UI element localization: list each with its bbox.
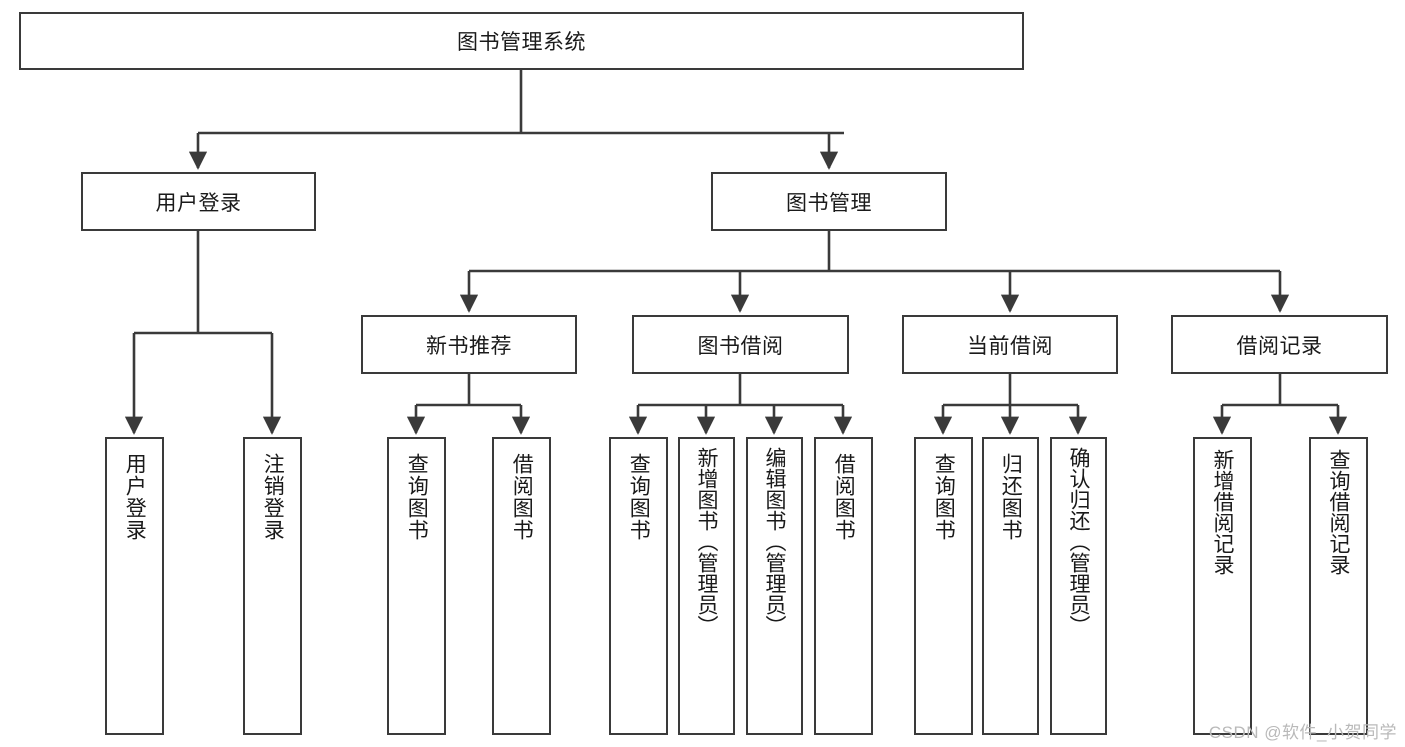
- node-book-borrow-label: 图书借阅: [697, 334, 784, 358]
- node-new-book-rec[interactable]: 新书推荐: [361, 315, 577, 374]
- leaf-add-book-label: 新增图书（管理员）: [695, 447, 719, 636]
- leaf-query-book-3[interactable]: 查询图书: [914, 437, 973, 735]
- leaf-edit-book-label: 编辑图书（管理员）: [763, 447, 787, 636]
- node-new-book-rec-label: 新书推荐: [426, 334, 512, 358]
- leaf-borrow-book-2-label: 借阅图书: [832, 453, 856, 541]
- leaf-add-book[interactable]: 新增图书（管理员）: [678, 437, 735, 735]
- leaf-return-book-label: 归还图书: [999, 453, 1023, 541]
- leaf-user-login-label: 用户登录: [123, 453, 147, 541]
- csdn-watermark: CSDN @软件_小贺同学: [1208, 723, 1397, 742]
- leaf-confirm-return-label: 确认归还（管理员）: [1067, 447, 1091, 636]
- leaf-user-login[interactable]: 用户登录: [105, 437, 164, 735]
- leaf-borrow-book-2[interactable]: 借阅图书: [814, 437, 873, 735]
- leaf-query-book-2-label: 查询图书: [627, 453, 651, 541]
- leaf-add-record[interactable]: 新增借阅记录: [1193, 437, 1252, 735]
- node-book-mgmt[interactable]: 图书管理: [711, 172, 947, 231]
- node-borrow-record[interactable]: 借阅记录: [1171, 315, 1388, 374]
- node-user-login-label: 用户登录: [155, 191, 242, 215]
- leaf-query-book-1-label: 查询图书: [405, 453, 429, 541]
- leaf-borrow-book-1-label: 借阅图书: [510, 453, 534, 541]
- leaf-borrow-book-1[interactable]: 借阅图书: [492, 437, 551, 735]
- leaf-query-book-2[interactable]: 查询图书: [609, 437, 668, 735]
- node-current-borrow-label: 当前借阅: [967, 334, 1053, 358]
- node-borrow-record-label: 借阅记录: [1236, 334, 1323, 358]
- leaf-add-record-label: 新增借阅记录: [1211, 449, 1235, 575]
- leaf-user-logout-label: 注销登录: [261, 453, 285, 541]
- leaf-query-record[interactable]: 查询借阅记录: [1309, 437, 1368, 735]
- leaf-user-logout[interactable]: 注销登录: [243, 437, 302, 735]
- leaf-query-book-3-label: 查询图书: [932, 453, 956, 541]
- node-current-borrow[interactable]: 当前借阅: [902, 315, 1118, 374]
- node-book-borrow[interactable]: 图书借阅: [632, 315, 849, 374]
- leaf-edit-book[interactable]: 编辑图书（管理员）: [746, 437, 803, 735]
- node-root-label: 图书管理系统: [457, 31, 586, 54]
- leaf-return-book[interactable]: 归还图书: [982, 437, 1039, 735]
- leaf-confirm-return[interactable]: 确认归还（管理员）: [1050, 437, 1107, 735]
- node-root[interactable]: 图书管理系统: [19, 12, 1024, 70]
- node-user-login[interactable]: 用户登录: [81, 172, 316, 231]
- leaf-query-record-label: 查询借阅记录: [1327, 449, 1351, 575]
- node-book-mgmt-label: 图书管理: [786, 191, 872, 215]
- leaf-query-book-1[interactable]: 查询图书: [387, 437, 446, 735]
